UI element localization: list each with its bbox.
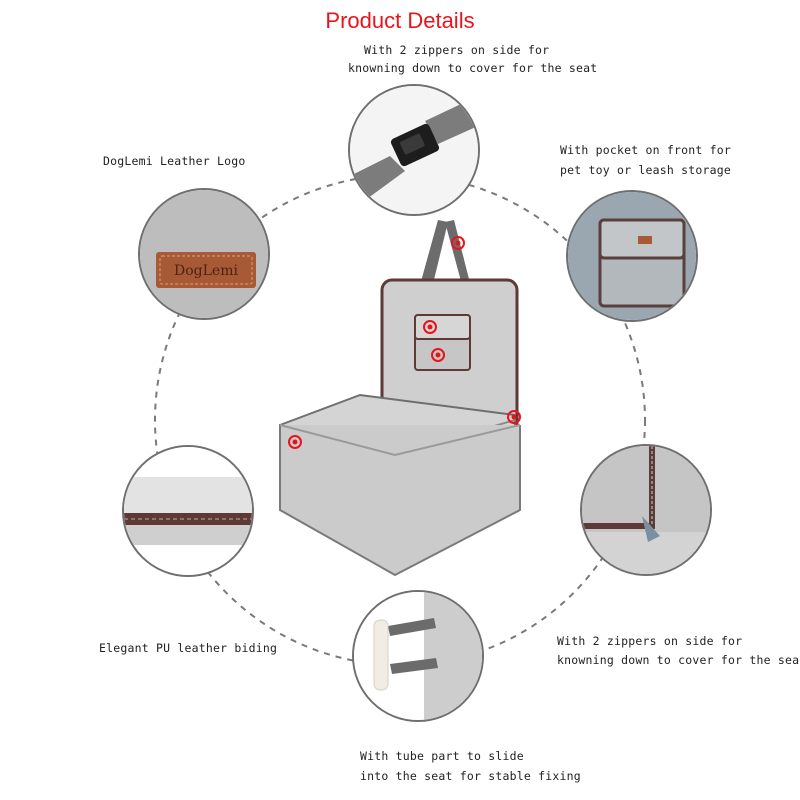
caption-bottom-line2: into the seat for stable fixing bbox=[360, 769, 581, 783]
caption-upper-right-line1: With pocket on front for bbox=[560, 143, 731, 157]
caption-top-line2: knowning down to cover for the seat bbox=[348, 61, 598, 75]
detail-circle-tube bbox=[352, 590, 484, 722]
detail-circle-zipper bbox=[580, 444, 712, 576]
logo-text: DogLemi bbox=[174, 263, 238, 279]
caption-upper-left: DogLemi Leather Logo bbox=[103, 154, 246, 168]
caption-top-line1: With 2 zippers on side for bbox=[364, 43, 550, 57]
detail-circle-binding bbox=[122, 445, 254, 577]
caption-lower-left: Elegant PU leather biding bbox=[99, 641, 278, 655]
caption-bottom-line1: With tube part to slide bbox=[360, 749, 524, 763]
detail-circle-pocket bbox=[566, 190, 698, 322]
page-title: Product Details bbox=[325, 8, 475, 33]
product-seat-image bbox=[279, 220, 521, 577]
detail-circle-logo: DogLemi bbox=[138, 188, 270, 320]
caption-lower-right-line2: knowning down to cover for the seat bbox=[557, 653, 800, 667]
caption-lower-right-line1: With 2 zippers on side for bbox=[557, 634, 743, 648]
detail-circle-buckle bbox=[348, 84, 480, 216]
caption-upper-right-line2: pet toy or leash storage bbox=[560, 163, 731, 177]
